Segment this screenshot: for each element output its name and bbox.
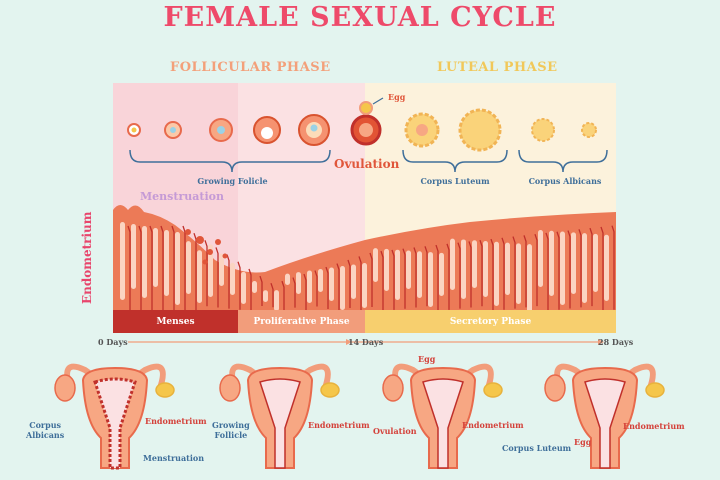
uterus-3 [383,367,502,468]
uterus1-menstruation-label: Menstruation [143,453,204,463]
ovulation-label: Ovulation [334,157,399,171]
follicular-phase-title: FOLLICULAR PHASE [170,60,331,75]
uterus-2 [220,367,339,468]
uterus1-corpus-albicans-label: Corpus Albicans [26,420,64,440]
proliferative-phase-bar: Proliferative Phase [238,310,365,333]
uterus3-egg-label: Egg [418,354,435,364]
egg-label: Egg [388,92,405,102]
luteal-phase-title: LUTEAL PHASE [437,60,558,75]
uterus2-growing-follicle-label: Growing Follicle [212,420,250,440]
secretory-phase-bar: Secretory Phase [365,310,616,333]
endometrium-axis-label: Endometrium [80,212,94,304]
uterus3-ovulation-label: Ovulation [373,426,417,436]
uterus4-egg-label: Egg [574,437,591,447]
corpus-albicans-label: Corpus Albicans [525,176,605,186]
corpus-luteum-label: Corpus Luteum [415,176,495,186]
uterus1-endometrium-label: Endometrium [145,416,207,426]
menstruation-label: Menstruation [140,190,224,203]
menses-phase-bar: Menses [113,310,238,333]
day-28-label: 28 Days [598,337,633,347]
day-14-label: 14 Days [348,337,383,347]
uterus4-endometrium-label: Endometrium [623,421,685,431]
uterus3-endometrium-label: Endometrium [462,420,524,430]
uterus2-endometrium-label: Endometrium [308,420,370,430]
day-0-label: 0 Days [98,337,128,347]
uterus4-corpus-luteum-label: Corpus Luteum [502,443,571,453]
growing-follicle-label: Growing Folicle [190,176,275,186]
